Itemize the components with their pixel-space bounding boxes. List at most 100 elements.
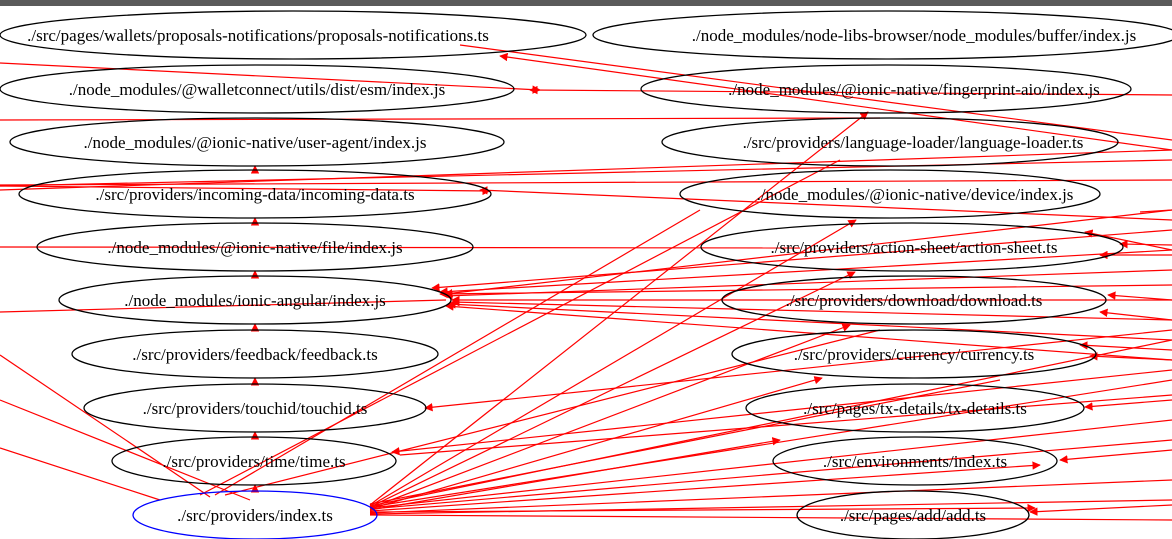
dependency-edge: [1029, 504, 1172, 516]
node-ellipse: [796, 490, 1030, 539]
dependency-edge: [369, 379, 1001, 505]
node-label: ./src/providers/incoming-data/incoming-d…: [95, 185, 414, 204]
dependency-edge: [369, 499, 1172, 515]
node-ellipse: [111, 436, 397, 486]
node-label: ./src/providers/currency/currency.ts: [794, 345, 1035, 364]
dependency-edge: [1084, 229, 1172, 251]
dependency-edge: [224, 329, 881, 496]
node-ellipse: [83, 383, 427, 433]
dependency-edge: [1119, 239, 1172, 249]
node-ellipse: [772, 436, 1058, 486]
node-ellipse: [58, 275, 452, 325]
dependency-edge: [369, 439, 1172, 510]
node-ellipse: [592, 10, 1172, 60]
node-label: ./src/providers/action-sheet/action-shee…: [770, 238, 1057, 257]
dependency-edge: [369, 419, 1172, 509]
dependency-edge: [199, 159, 841, 496]
dependency-edge: [0, 149, 1172, 191]
dependency-edge: [0, 447, 161, 501]
node-label: ./src/providers/language-loader/language…: [743, 133, 1084, 152]
node-ellipse: [0, 64, 515, 114]
node-label: ./src/environments/index.ts: [823, 452, 1007, 471]
graph-node[interactable]: ./node_modules/@ionic-native/device/inde…: [679, 169, 1101, 219]
node-label: ./node_modules/ionic-angular/index.js: [124, 291, 386, 310]
dependency-edge: [0, 179, 1172, 186]
graph-node[interactable]: ./node_modules/@walletconnect/utils/dist…: [0, 64, 515, 114]
graph-node[interactable]: ./node_modules/@ionic-native/user-agent/…: [9, 117, 505, 167]
dependency-edge: [369, 503, 1036, 513]
node-label: ./node_modules/node-libs-browser/node_mo…: [692, 26, 1136, 45]
graph-node-focus[interactable]: ./src/providers/index.ts: [132, 490, 378, 539]
dependency-edge: [424, 329, 1172, 412]
dependency-edge: [1084, 399, 1172, 411]
graph-node[interactable]: ./src/providers/language-loader/language…: [661, 117, 1119, 167]
graph-node[interactable]: ./src/pages/add/add.ts: [796, 490, 1030, 539]
node-label: ./node_modules/@ionic-native/device/inde…: [757, 185, 1074, 204]
node-ellipse: [18, 169, 492, 219]
dependency-edge: [447, 300, 1172, 341]
graph-node[interactable]: ./src/pages/tx-details/tx-details.ts: [745, 383, 1085, 433]
dependency-edge: [439, 249, 1172, 296]
dependency-edge: [391, 369, 1172, 456]
node-label: ./src/providers/feedback/feedback.ts: [132, 345, 377, 364]
node-ellipse: [721, 275, 1107, 325]
edge-layer: [0, 44, 1172, 521]
dependency-edge: [369, 376, 823, 510]
dependency-edge: [214, 209, 701, 496]
node-layer: ./src/pages/wallets/proposals-notificati…: [0, 10, 1172, 539]
dependency-edge: [369, 111, 869, 506]
dependency-edge: [0, 246, 801, 249]
node-label: ./src/providers/time/time.ts: [162, 452, 345, 471]
dependency-edge: [369, 514, 1172, 521]
node-label: ./src/pages/wallets/proposals-notificati…: [27, 26, 489, 45]
node-ellipse: [0, 10, 587, 60]
dependency-edge: [445, 302, 1172, 361]
dependency-edge: [479, 186, 1172, 221]
node-ellipse: [36, 222, 474, 272]
graph-node[interactable]: ./src/providers/feedback/feedback.ts: [71, 329, 439, 379]
dependency-edge: [369, 219, 857, 507]
dependency-edge: [369, 379, 1172, 508]
graph-node[interactable]: ./node_modules/@ionic-native/fingerprint…: [640, 64, 1132, 114]
dependency-edge: [444, 269, 1172, 300]
node-ellipse: [132, 490, 378, 539]
node-ellipse: [679, 169, 1101, 219]
node-label: ./node_modules/@ionic-native/user-agent/…: [84, 133, 427, 152]
node-ellipse: [9, 117, 505, 167]
node-label: ./src/pages/add/add.ts: [840, 506, 986, 525]
dependency-edge: [369, 323, 851, 509]
dependency-edge: [431, 229, 1172, 292]
dependency-edge: [1107, 291, 1172, 301]
node-label: ./node_modules/@ionic-native/fingerprint…: [728, 80, 1100, 99]
dependency-edge: [0, 62, 541, 94]
dependency-edge: [1059, 449, 1172, 464]
dependency-edge: [0, 354, 211, 498]
node-ellipse: [71, 329, 439, 379]
graph-node[interactable]: ./src/providers/currency/currency.ts: [731, 329, 1097, 379]
graph-node[interactable]: ./node_modules/@ionic-native/file/index.…: [36, 222, 474, 272]
top-bar: [0, 0, 1172, 6]
dependency-edge: [1099, 308, 1172, 321]
dependency-edge: [369, 339, 1172, 507]
graph-node[interactable]: ./node_modules/node-libs-browser/node_mo…: [592, 10, 1172, 60]
graph-node[interactable]: ./src/providers/action-sheet/action-shee…: [700, 222, 1124, 272]
node-label: ./node_modules/@walletconnect/utils/dist…: [69, 80, 445, 99]
node-ellipse: [731, 329, 1097, 379]
dependency-edge: [399, 394, 1172, 456]
node-label: ./src/providers/download/download.ts: [786, 291, 1043, 310]
graph-node[interactable]: ./src/providers/download/download.ts: [721, 275, 1107, 325]
graph-node[interactable]: ./node_modules/ionic-angular/index.js: [58, 275, 452, 325]
dependency-edge: [0, 117, 881, 121]
node-ellipse: [640, 64, 1132, 114]
dependency-edge: [459, 44, 1172, 141]
graph-node[interactable]: ./src/providers/time/time.ts: [111, 436, 397, 486]
graph-node[interactable]: ./src/providers/touchid/touchid.ts: [83, 383, 427, 433]
graph-node[interactable]: ./src/environments/index.ts: [772, 436, 1058, 486]
node-label: ./node_modules/@ionic-native/file/index.…: [107, 238, 402, 257]
graph-node[interactable]: ./src/providers/incoming-data/incoming-d…: [18, 169, 492, 219]
dependency-edge: [529, 85, 1172, 96]
node-label: ./src/providers/index.ts: [177, 506, 333, 525]
graph-node[interactable]: ./src/pages/wallets/proposals-notificati…: [0, 10, 587, 60]
node-ellipse: [700, 222, 1124, 272]
